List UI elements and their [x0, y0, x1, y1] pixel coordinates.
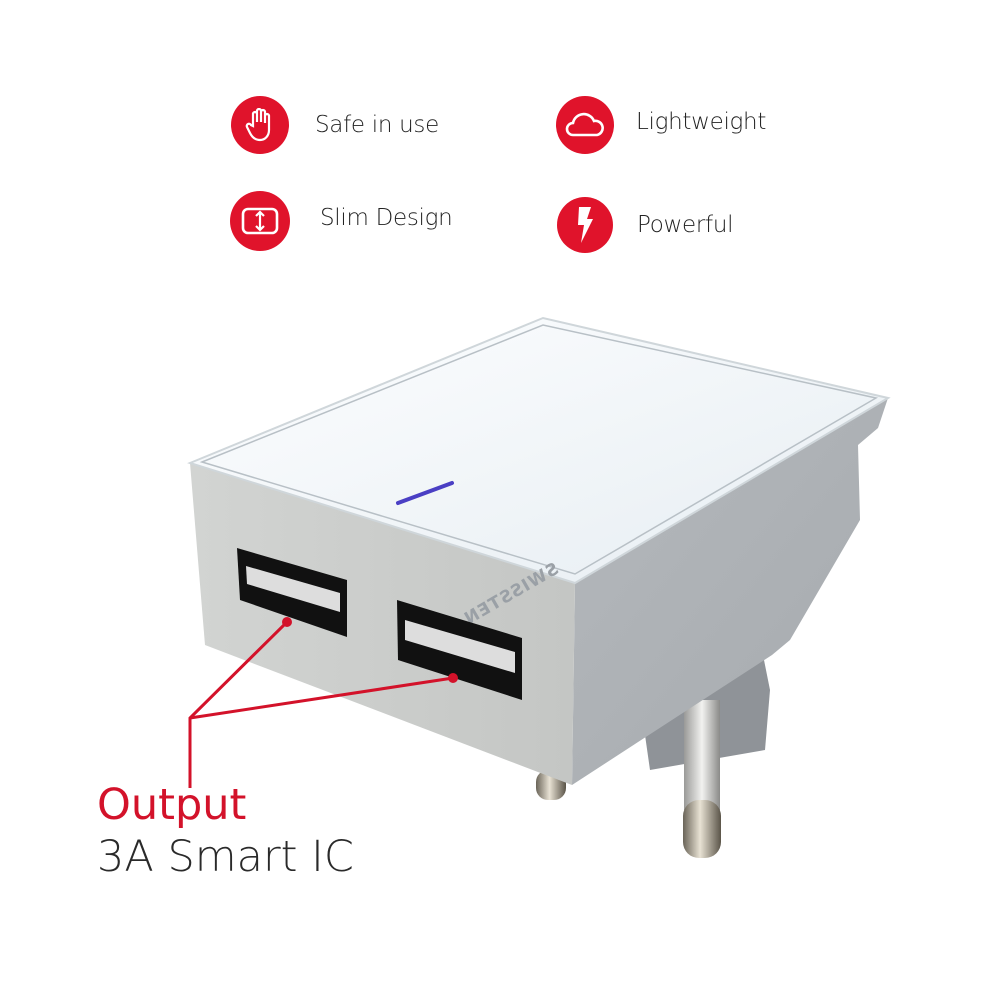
hand-icon: [231, 96, 289, 154]
feature-slim-design: Slim Design: [230, 191, 453, 251]
slim-frame-icon: [230, 191, 290, 251]
led-indicator: [396, 481, 454, 505]
feature-lightweight: Lightweight: [556, 96, 766, 154]
usb-port-1: [237, 548, 347, 637]
charger-top-face: [187, 316, 891, 585]
feature-label: Powerful: [637, 212, 734, 238]
feature-safe-in-use: Safe in use: [231, 96, 439, 154]
callout-title: Output: [97, 780, 247, 830]
feature-label: Lightweight: [636, 109, 767, 135]
lightning-icon: [557, 197, 613, 253]
callout-lines: [188, 620, 454, 788]
charger-side-face: [572, 398, 888, 785]
cloud-icon: [556, 96, 614, 154]
plug-prong: [536, 700, 721, 858]
callout-subtitle: 3A Smart IC: [97, 832, 354, 882]
usb-port-2: [397, 600, 522, 700]
charger-front-face: [190, 463, 575, 785]
feature-powerful: Powerful: [557, 197, 734, 253]
feature-label: Safe in use: [315, 112, 439, 138]
feature-label: Slim Design: [320, 205, 453, 231]
